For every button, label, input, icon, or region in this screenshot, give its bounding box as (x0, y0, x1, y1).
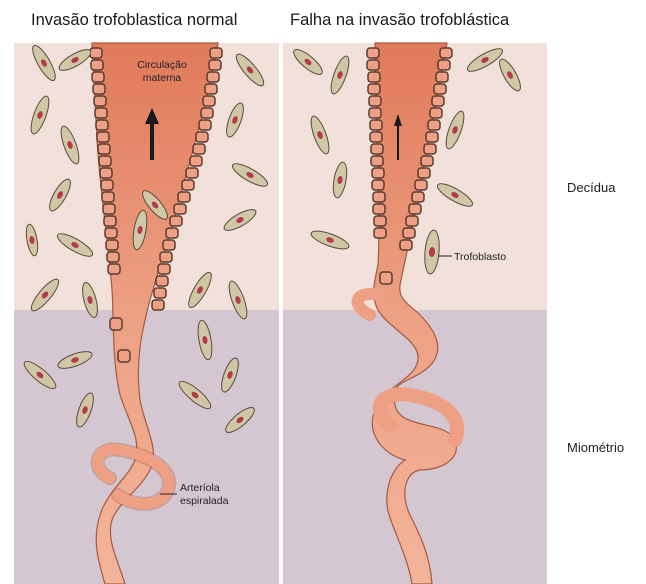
label-myometrium: Miométrio (567, 440, 624, 455)
label-decidua: Decídua (567, 180, 615, 195)
annotation-arteriole-1: Arteríola (180, 482, 220, 494)
annotation-arteriole-2: espiralada (180, 495, 229, 507)
annotation-circulation-1: Circulação (137, 59, 187, 71)
annotation-trophoblast: Trofoblasto (454, 251, 506, 263)
annotation-circulation-2: materna (143, 72, 182, 84)
